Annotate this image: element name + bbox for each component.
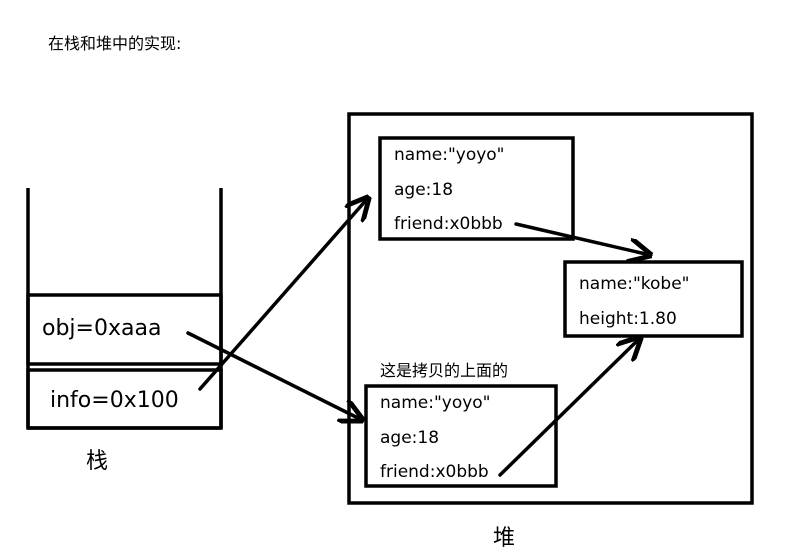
heap-object-copy bbox=[364, 384, 558, 488]
heap-label: 堆 bbox=[493, 526, 516, 551]
copy-note: 这是拷贝的上面的 bbox=[380, 361, 509, 380]
original-friend-field: friend:x0bbb bbox=[394, 214, 503, 234]
stack-slot-info-label: info=0x100 bbox=[50, 388, 179, 413]
stack-slot-obj-label: obj=0xaaa bbox=[42, 316, 162, 341]
original-age-field: age:18 bbox=[394, 180, 454, 200]
arrow-info-to-original bbox=[198, 198, 368, 391]
arrow-obj-to-copy bbox=[186, 331, 362, 420]
stack-slot-obj bbox=[26, 293, 223, 366]
friend-name-field: name:"kobe" bbox=[579, 274, 690, 294]
arrow-copy-friend-to-kobe bbox=[498, 338, 640, 477]
friend-height-field: height:1.80 bbox=[579, 309, 677, 329]
copy-name-field: name:"yoyo" bbox=[380, 393, 491, 413]
heap-object-original bbox=[378, 136, 575, 241]
stack-slot-info bbox=[26, 368, 223, 430]
original-name-field: name:"yoyo" bbox=[394, 145, 505, 165]
heap-container bbox=[347, 112, 754, 505]
copy-friend-field: friend:x0bbb bbox=[380, 462, 489, 482]
copy-age-field: age:18 bbox=[380, 428, 440, 448]
arrow-original-friend-to-kobe bbox=[514, 222, 650, 255]
page-title: 在栈和堆中的实现: bbox=[48, 34, 182, 53]
stack-label: 栈 bbox=[86, 449, 109, 474]
